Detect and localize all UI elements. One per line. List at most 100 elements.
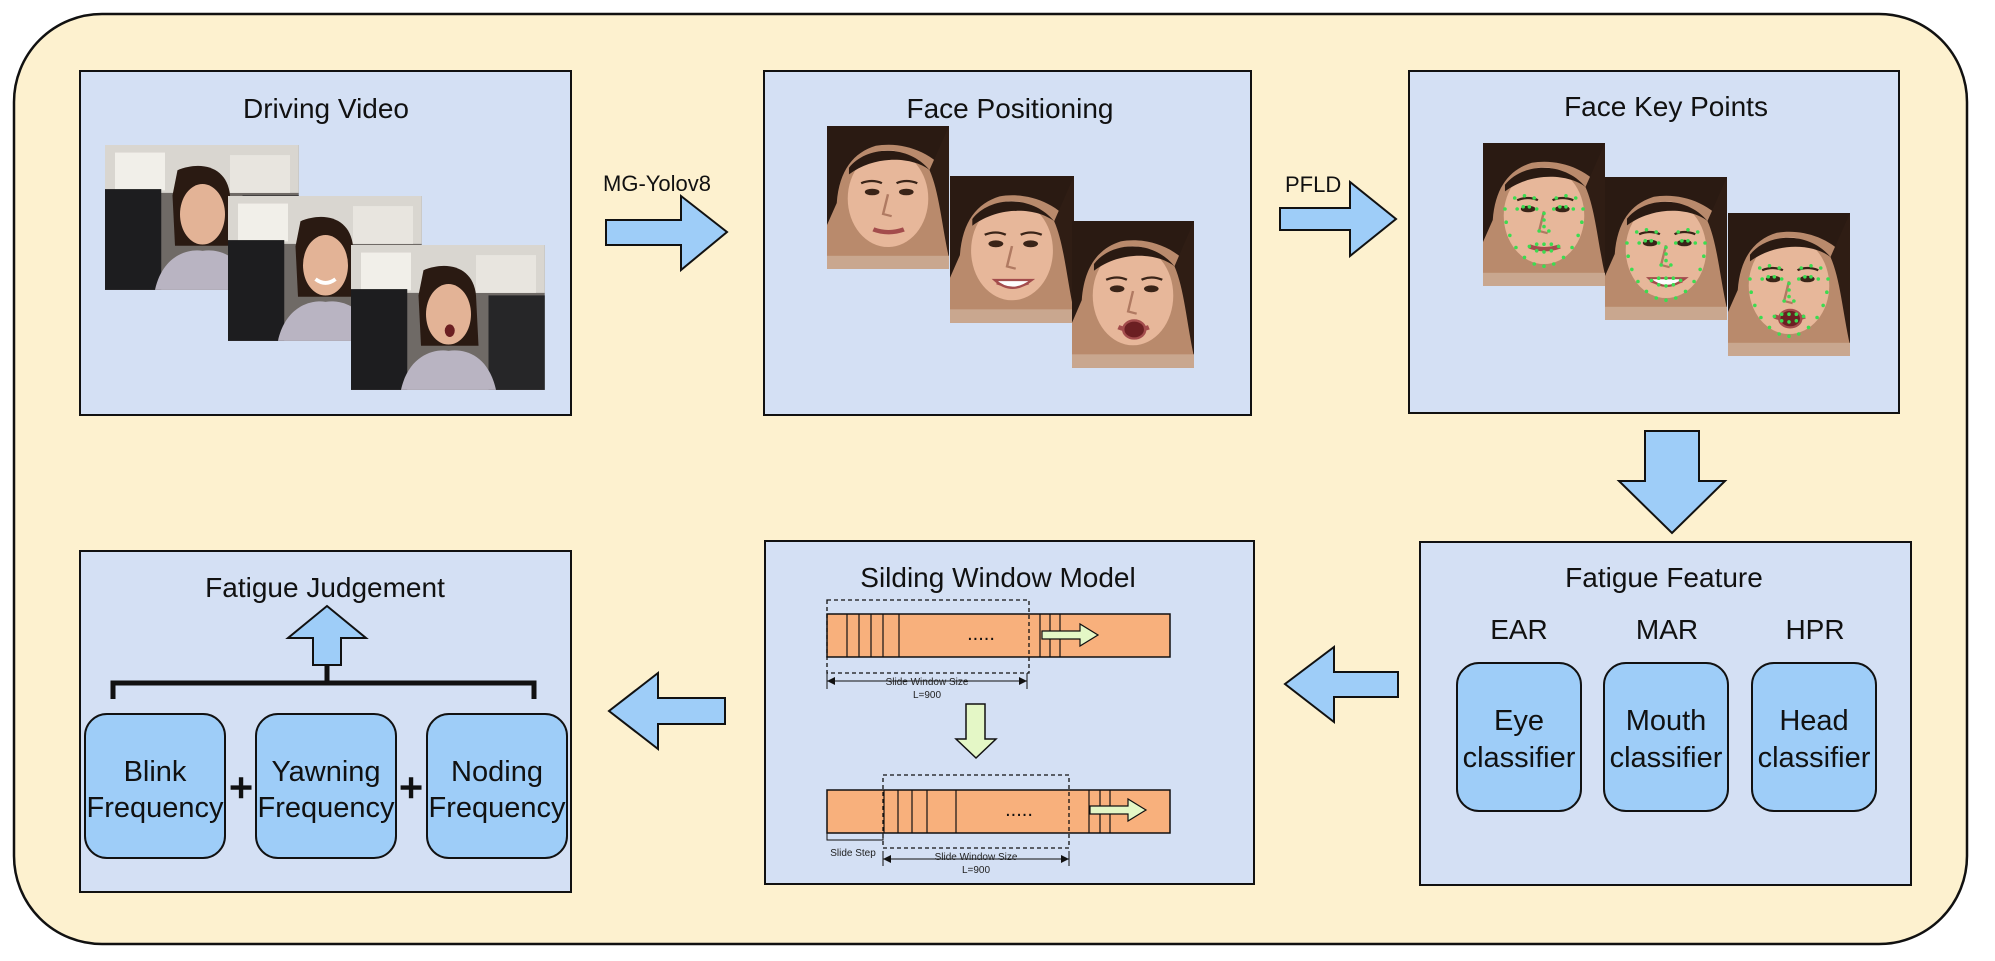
face-positioning-panel: Face Positioning (763, 70, 1252, 416)
landmark-point (1573, 196, 1578, 200)
landmark-point (1564, 205, 1568, 209)
mouth-classifier-line1: Mouth (1626, 705, 1707, 737)
fatigue-judgement-title: Fatigue Judgement (205, 572, 445, 603)
landmark-point (1571, 207, 1576, 211)
fatigue-judgement-panel: Fatigue Judgement Blink Frequency + Yawn… (79, 550, 572, 893)
landmark-point (1576, 233, 1580, 238)
landmark-point (1796, 277, 1801, 281)
blink-frequency-line2: Frequency (86, 792, 224, 824)
landmark-edge-label: PFLD (1285, 172, 1341, 197)
sliding-window-title: Silding Window Model (860, 562, 1135, 593)
landmark-point (1547, 229, 1551, 233)
landmark-point (1581, 207, 1585, 211)
landmark-point (1686, 239, 1690, 243)
up-arrow (285, 604, 369, 666)
landmark-point (1644, 289, 1649, 294)
face-key-points-title: Face Key Points (1564, 91, 1768, 122)
window-bar-bottom: ..... Slide Step Slide Window Size L=900 (826, 774, 1171, 876)
head-classifier-box: Head classifier (1751, 662, 1877, 812)
landmark-point (1673, 241, 1678, 245)
landmark-point (1522, 194, 1527, 198)
landmark-point (1693, 241, 1698, 245)
head-classifier-line2: classifier (1758, 742, 1871, 774)
face-key-points-panel: Face Key Points (1408, 70, 1900, 414)
landmark-point (1698, 267, 1702, 272)
landmark-point (1669, 263, 1673, 267)
landmark-point (1772, 314, 1777, 319)
noding-frequency-box: Noding Frequency (426, 713, 568, 859)
landmark-point (1794, 312, 1799, 317)
landmark-point (1503, 207, 1507, 211)
yawning-frequency-line1: Yawning (271, 756, 380, 788)
landmark-point (1787, 281, 1791, 286)
slide-step-label: Slide Step (830, 848, 876, 859)
landmark-point (1644, 228, 1649, 232)
landmark-point (1504, 220, 1508, 224)
landmark-point (1521, 205, 1526, 209)
landmark-point (1664, 252, 1668, 256)
landmark-point (1656, 276, 1661, 281)
landmark-point (1558, 205, 1562, 209)
landmark-point (1630, 267, 1634, 272)
slide-arrow-top (1041, 622, 1100, 648)
landmark-point (1799, 266, 1803, 270)
landmark-point (1554, 196, 1558, 200)
landmark-point (1664, 298, 1668, 303)
landmark-point (1787, 320, 1791, 324)
landmark-point (1779, 319, 1784, 323)
landmark-point (1534, 242, 1539, 246)
landmark-point (1549, 249, 1554, 253)
landmark-point (1625, 241, 1629, 245)
landmark-point (1792, 299, 1796, 303)
detector-edge: MG-Yolov8 (603, 171, 729, 273)
landmark-point (1821, 303, 1825, 308)
landmark-point (1532, 196, 1537, 200)
mouth-classifier-box: Mouth classifier (1603, 662, 1729, 812)
landmark-point (1680, 239, 1684, 243)
landmark-points (1503, 194, 1830, 339)
landmark-point (1809, 264, 1813, 268)
landmark-point (1532, 262, 1537, 266)
landmark-point (1816, 277, 1821, 281)
landmark-point (1636, 279, 1640, 284)
landmark-point (1818, 266, 1823, 270)
right-arrow-2 (1279, 179, 1398, 259)
landmark-point (1537, 229, 1541, 233)
landmark-point (1654, 296, 1659, 300)
landmark-point (1809, 275, 1813, 279)
noding-frequency-line1: Noding (451, 756, 543, 788)
window-dashed-top (826, 599, 1030, 674)
blink-frequency-line1: Blink (124, 756, 187, 788)
landmark-point (1678, 278, 1683, 283)
detector-edge-label: MG-Yolov8 (603, 171, 711, 196)
landmark-point (1753, 303, 1757, 308)
landmark-point (1767, 264, 1772, 268)
landmark-point (1664, 284, 1668, 288)
landmark-point (1671, 276, 1676, 281)
plus-sign-1: + (229, 766, 252, 810)
landmark-point (1801, 314, 1806, 319)
landmark-point (1637, 241, 1641, 245)
face-crop-2 (950, 176, 1074, 323)
slide-down-arrow (954, 703, 998, 760)
window-bar-top: ..... Slide Window Size L=900 (826, 599, 1171, 701)
landmark-point (1806, 325, 1811, 330)
landmark-point (1664, 276, 1668, 281)
landmark-point (1534, 249, 1539, 253)
slide-arrow-bottom (1089, 797, 1148, 823)
blink-frequency-box: Blink Frequency (84, 713, 226, 859)
landmark-point (1522, 255, 1527, 260)
landmark-point (1766, 275, 1771, 279)
landmark-point (1664, 258, 1668, 263)
landmark-point (1787, 334, 1791, 339)
sliding-window-panel: Silding Window Model ..... Slide Window … (764, 540, 1255, 885)
landmark-point (1772, 275, 1777, 279)
landmark-point (1551, 207, 1556, 211)
landmark-point (1649, 239, 1654, 243)
landmark-point (1634, 230, 1639, 234)
landmark-point (1779, 312, 1784, 317)
landmark-point (1749, 290, 1753, 295)
left-arrow-1 (1283, 644, 1399, 725)
landmark-point (1570, 245, 1574, 250)
